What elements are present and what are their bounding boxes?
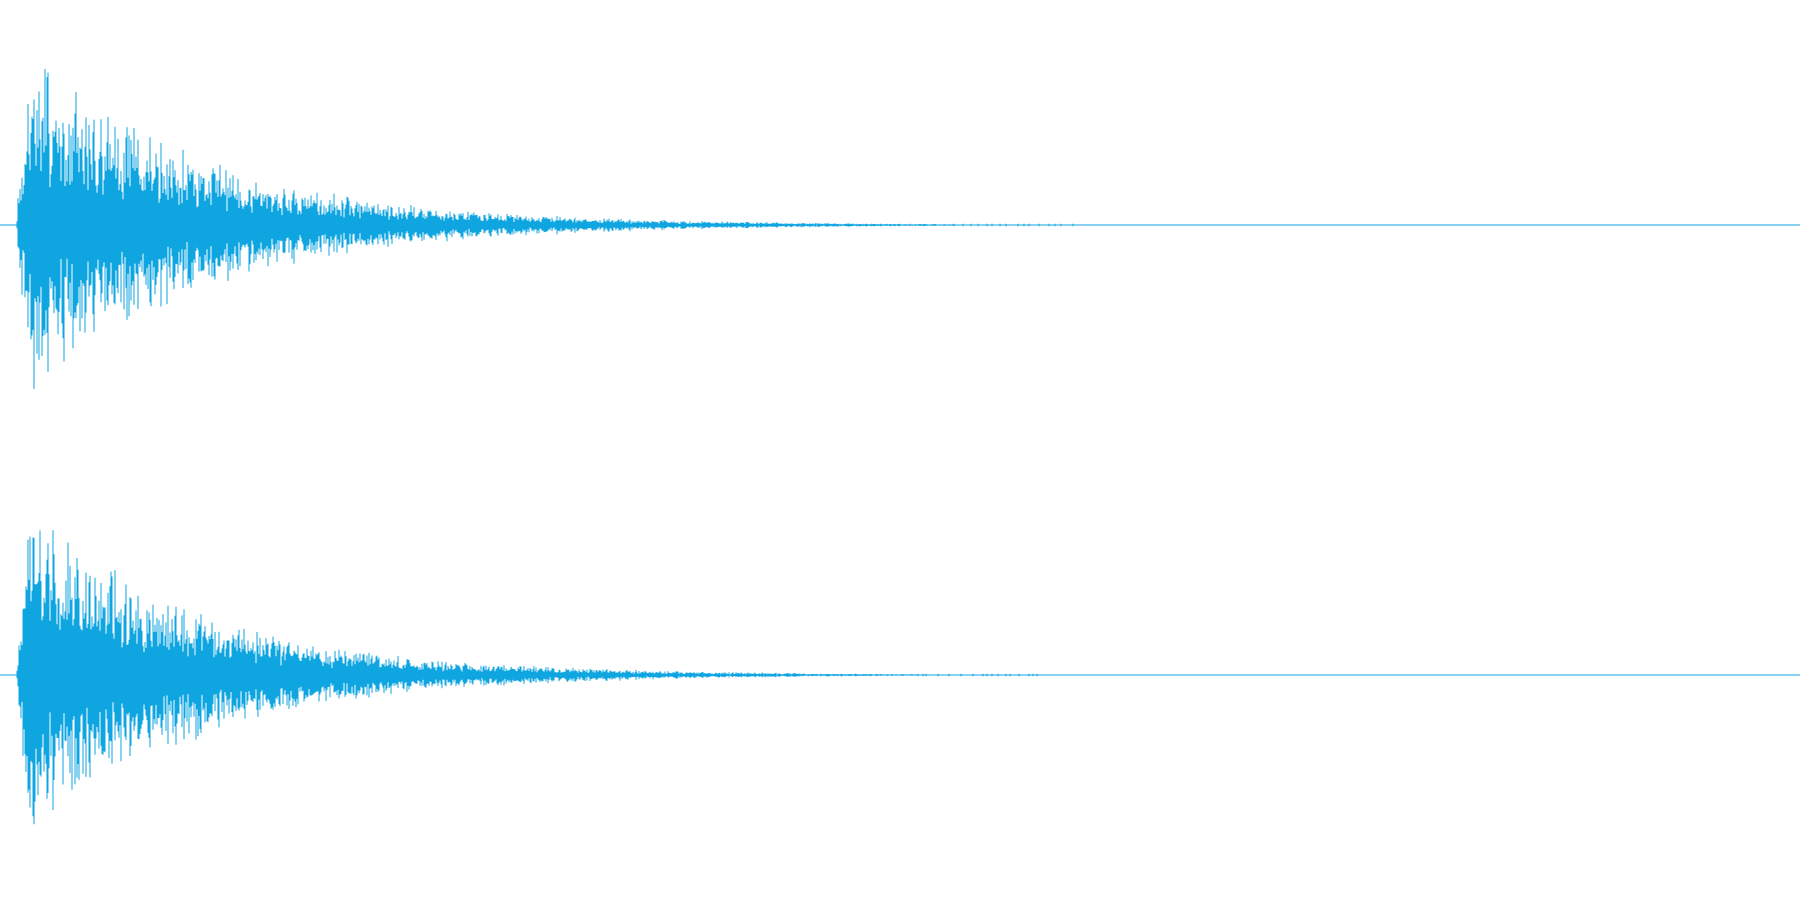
waveform-signal [16,69,1074,389]
waveform-channel-1 [0,69,1800,389]
waveform-signal [16,530,1038,825]
waveform-channel-2 [0,530,1800,825]
